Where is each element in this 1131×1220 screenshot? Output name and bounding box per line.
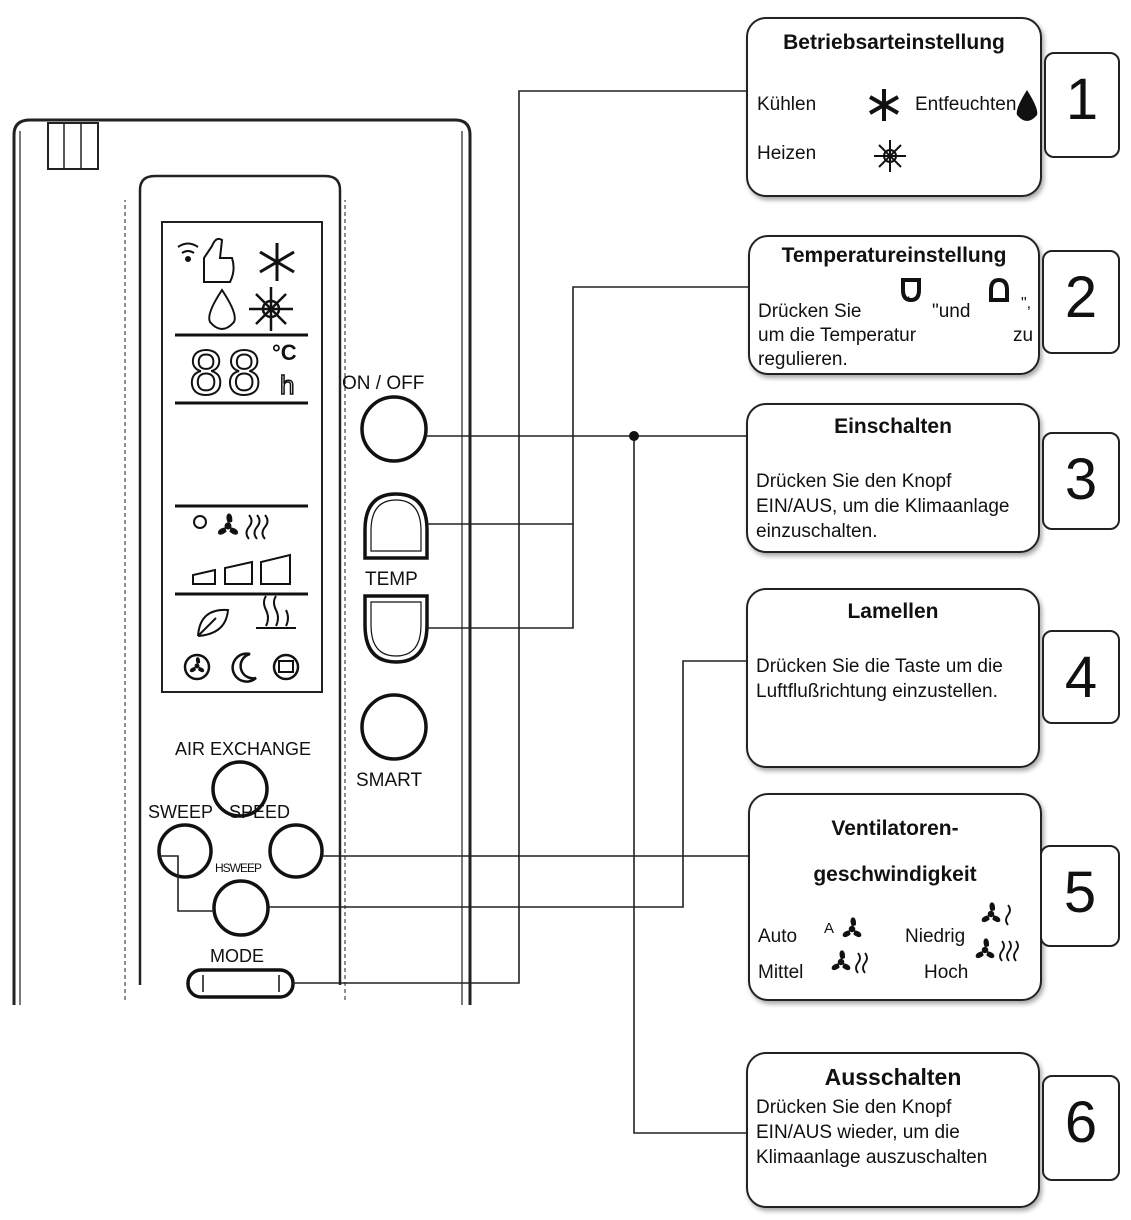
mode-label: MODE [210,946,264,966]
fan-auto-label: Auto [758,926,798,947]
callout-2-text-1c: "und [932,301,971,322]
callout-5-title-2: geschwindigkeit [813,863,977,886]
fan-auto-mark: A [824,920,835,937]
callout-6-body: Drücken Sie den Knopf EIN/AUS wieder, um… [756,1097,988,1168]
temp-down-button-icon [901,278,921,303]
mode-cool-label: Kühlen [757,94,817,115]
wifi-icon [177,242,199,262]
callout-2-text-2a: um die Temperatur [758,325,917,346]
snowflake-icon [259,243,295,281]
temp-up-button-icon [989,277,1009,302]
callout-2-title: Temperatureinstellung [781,244,1007,267]
callout-4-body: Drücken Sie die Taste um die Luftflußric… [756,656,1003,702]
callout-2-text-3: regulieren. [758,349,848,370]
remote-control [12,118,472,1005]
cycle-fan-icon [183,653,211,681]
junction-dot [629,431,639,441]
thumbs-up-icon [203,237,235,283]
callout-1-title: Betriebsarteinstellung [783,31,1005,54]
mode-dry-label: Entfeuchten [915,94,1017,115]
fan-low-label: Niedrig [905,926,966,947]
callout-2-text-1a: Drücken Sie [758,301,862,322]
temp-up-button[interactable] [363,492,429,560]
lcd-unit-celsius: °C [272,340,297,365]
fan-high-icon [975,938,1019,962]
smart-button[interactable] [360,693,428,761]
lcd-digits: 88 [187,339,265,409]
mode-heat-label: Heizen [757,143,817,164]
callout-4-number: 4 [1042,630,1120,724]
fan-low-icon [981,902,1011,926]
sleep-icon [231,652,257,683]
fan-mid-label: Mittel [758,962,804,983]
sun-icon [249,287,293,331]
callout-6-number: 6 [1042,1075,1120,1181]
fan-auto-icon [842,917,862,938]
callout-5-title-1: Ventilatoren- [831,817,959,840]
fan-mid-icon [831,950,868,974]
callout-temperature-setting: Temperatureinstellung Drücken Sie " "und… [748,235,1040,375]
temp-label: TEMP [365,569,418,590]
callout-6-title: Ausschalten [824,1064,962,1090]
callout-switch-on: Einschalten Drücken Sie den Knopf EIN/AU… [746,403,1040,553]
callout-3-body: Drücken Sie den Knopf EIN/AUS, um die Kl… [756,471,1010,542]
fan-high-label: Hoch [924,962,969,983]
droplet-icon [208,288,236,330]
air-exchange-button[interactable] [211,760,269,818]
lcd-unit-hours: h [279,369,295,401]
leaf-icon [197,608,230,637]
fan-speed-bars [192,553,291,585]
sun-icon [874,140,906,172]
snowflake-icon [869,89,899,121]
on-off-label: ON / OFF [342,373,425,394]
callout-fan-speed: Ventilatoren- geschwindigkeit Auto A Nie… [748,793,1042,1001]
fan-auto-icon [193,513,269,540]
callout-2-text-1d: ", [1021,295,1032,312]
hsweep-button[interactable] [212,879,270,937]
callout-1-number: 1 [1044,52,1120,158]
callout-3-number: 3 [1042,432,1120,530]
on-off-button[interactable] [360,395,428,463]
lcd-display [161,221,323,693]
callout-4-title: Lamellen [847,600,939,623]
callout-mode-setting: Betriebsarteinstellung Kühlen Entfeuchte… [746,17,1042,197]
air-exchange-label: AIR EXCHANGE [175,739,312,759]
callout-2-text-2b: zu [1013,325,1034,346]
temp-down-button[interactable] [363,594,429,664]
droplet-icon [1016,90,1038,121]
sweep-button[interactable] [157,823,213,879]
smart-label: SMART [356,770,423,791]
speed-label: SPEED [229,802,291,822]
callout-5-number: 5 [1040,845,1120,947]
callout-switch-off: Ausschalten Drücken Sie den Knopf EIN/AU… [746,1052,1040,1208]
leader-lines [159,90,748,1134]
callout-louvers: Lamellen Drücken Sie die Taste um die Lu… [746,588,1040,768]
screen-icon [272,653,300,681]
callout-2-number: 2 [1042,250,1120,354]
callout-3-title: Einschalten [834,415,952,438]
heater-icon [256,595,296,629]
remote-buttons [157,395,429,999]
speed-button[interactable] [268,823,324,879]
hsweep-label: HSWEEP [215,861,262,875]
sweep-label: SWEEP [148,802,214,822]
